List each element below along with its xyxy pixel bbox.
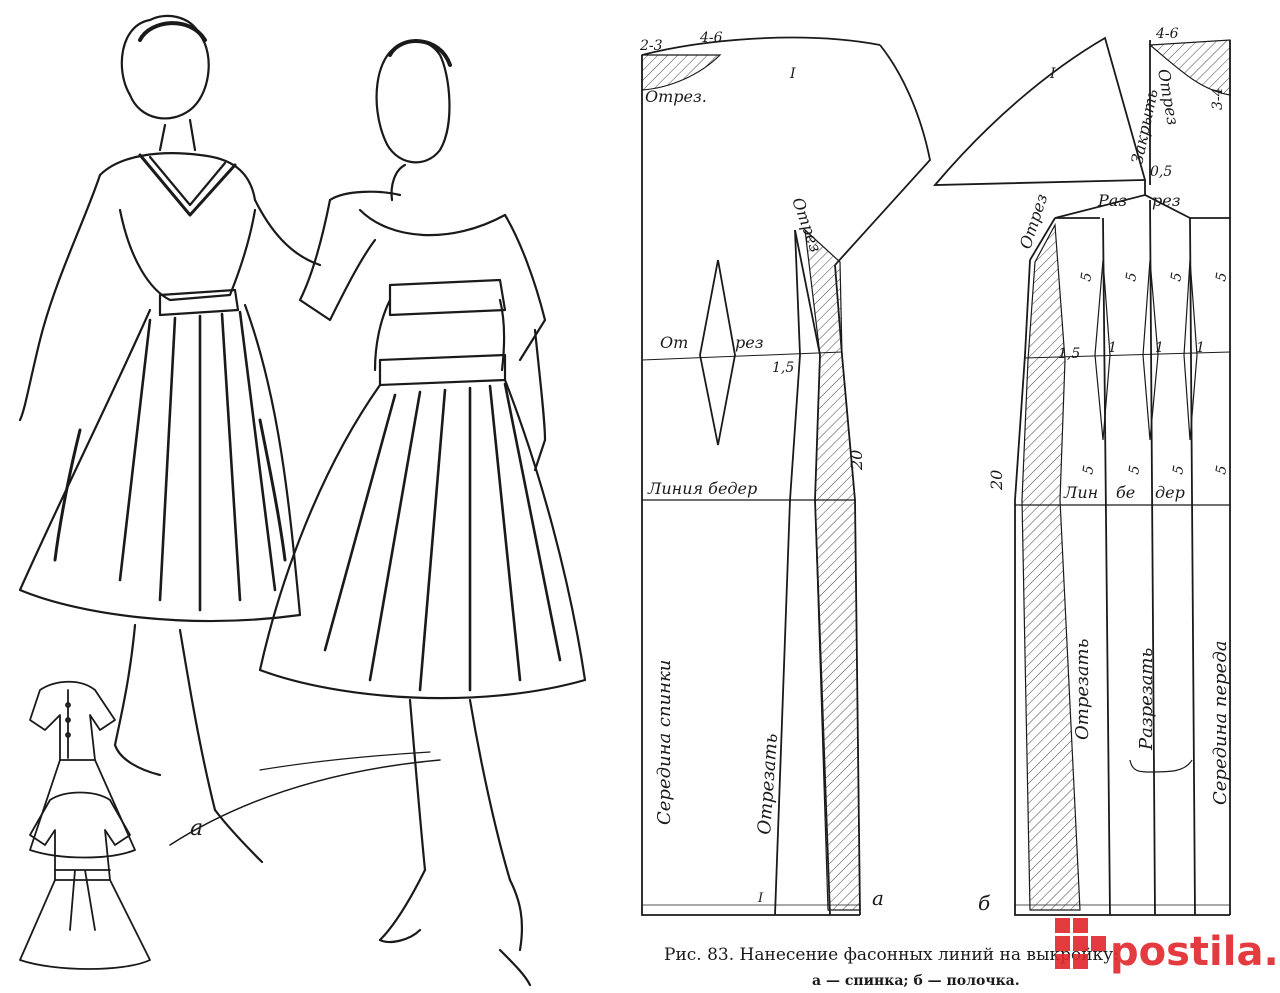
fashion-illustration bbox=[18, 14, 587, 987]
front-pattern-labels: I Закрыть 4-6 Отрез 3-4 0,5 Раз рез Отре… bbox=[978, 26, 1231, 915]
front-dart-5c: 5 bbox=[1168, 271, 1185, 283]
front-yoke-cut-2: рез bbox=[1152, 191, 1180, 210]
front-pattern bbox=[933, 36, 1231, 916]
front-waist-1c: 1 bbox=[1196, 340, 1205, 356]
watermark: postila.ru bbox=[1055, 918, 1280, 975]
front-hip-5b: 5 bbox=[1126, 464, 1143, 476]
front-yoke-cut-1: Раз bbox=[1097, 191, 1127, 210]
back-waist-dart bbox=[699, 259, 736, 446]
woman-figure-right bbox=[258, 39, 587, 987]
front-hip-line-3: дер bbox=[1155, 483, 1185, 502]
front-hip-5c: 5 bbox=[1170, 464, 1187, 476]
front-shoulder-wedge bbox=[933, 36, 1147, 186]
front-yoke-value: 0,5 bbox=[1150, 164, 1172, 180]
figure-caption: Рис. 83. Нанесение фасонных линий на вык… bbox=[664, 945, 1119, 965]
back-neck-cut-region bbox=[641, 54, 722, 91]
front-close-dart-label: Закрыть bbox=[1127, 87, 1161, 166]
front-hip-line-2: бе bbox=[1116, 483, 1135, 502]
small-dress-back-view bbox=[29, 680, 136, 859]
front-hip-line-1: Лин bbox=[1063, 483, 1098, 502]
back-shoulder-cut-label: Отрез bbox=[788, 195, 825, 255]
front-pattern-letter: б bbox=[978, 891, 991, 915]
front-dart-5b: 5 bbox=[1123, 271, 1140, 283]
back-neck-offset-2: 4-6 bbox=[699, 30, 723, 46]
front-waist-value: 1,5 bbox=[1058, 346, 1080, 362]
woman-figure-left bbox=[18, 14, 322, 864]
front-waist-1a: 1 bbox=[1108, 340, 1117, 356]
illustration-letter: а bbox=[190, 816, 203, 841]
front-side-panel bbox=[1021, 222, 1081, 911]
front-hip-5a: 5 bbox=[1080, 464, 1097, 476]
front-slash-label: Разрезать bbox=[1136, 648, 1157, 751]
watermark-text: postila.ru bbox=[1110, 929, 1280, 975]
back-side-panel bbox=[804, 228, 861, 911]
back-neck-offset-1: 2-3 bbox=[639, 38, 663, 54]
back-neck-cut-label: Отрез. bbox=[645, 87, 707, 106]
back-waist-value: 1,5 bbox=[772, 360, 794, 376]
back-waist-cut-right: рез bbox=[735, 333, 763, 352]
front-hip-value: 20 bbox=[987, 470, 1006, 491]
front-dart-5d: 5 bbox=[1213, 271, 1230, 283]
back-hip-line-label: Линия бедер bbox=[647, 479, 757, 498]
front-hip-5d: 5 bbox=[1213, 464, 1230, 476]
figure-caption-sub: а — спинка; б — полочка. bbox=[812, 973, 1020, 989]
back-hem-mark: I bbox=[757, 891, 764, 906]
front-neck-offset-2: 3-4 bbox=[1210, 87, 1226, 110]
ground-line bbox=[169, 759, 441, 846]
front-dart-5a: 5 bbox=[1078, 271, 1095, 283]
back-shoulder-mark: I bbox=[789, 66, 796, 82]
front-waist-1b: 1 bbox=[1155, 340, 1164, 356]
back-pattern-letter: а bbox=[872, 886, 884, 910]
front-neck-offset: 4-6 bbox=[1155, 26, 1179, 42]
front-shoulder-mark: I bbox=[1049, 66, 1056, 82]
front-side-cut-label: Отрезать bbox=[1072, 639, 1093, 740]
back-hip-value: 20 bbox=[847, 450, 866, 471]
back-pattern bbox=[641, 36, 931, 916]
center-front-label: Середина переда bbox=[1210, 641, 1231, 805]
center-back-label: Середина спинки bbox=[654, 660, 675, 825]
back-waist-cut-left: От bbox=[660, 333, 688, 352]
watermark-logo-icon bbox=[1055, 918, 1106, 969]
small-dress-front-view bbox=[19, 791, 151, 970]
